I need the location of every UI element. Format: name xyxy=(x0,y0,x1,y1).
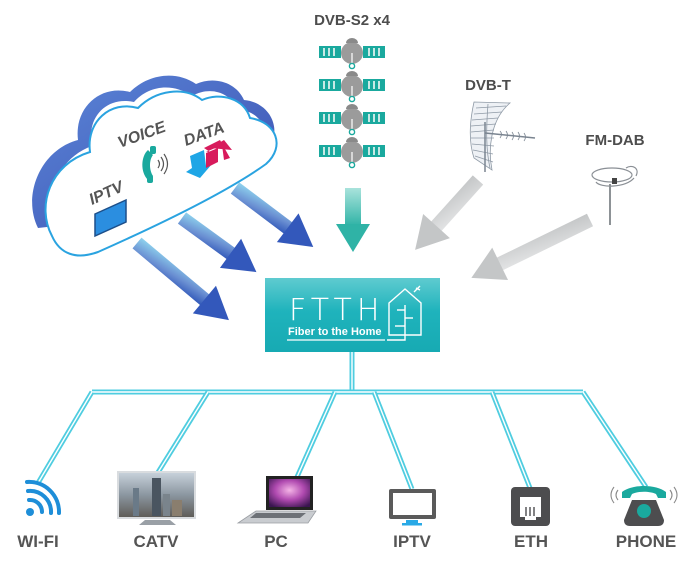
device-phone: PHONE xyxy=(610,486,678,551)
device-label-wifi: WI-FI xyxy=(17,532,59,551)
fiber-branch-wifi-core xyxy=(37,391,93,484)
terrestrial-arrows xyxy=(415,175,594,281)
arrow-cloud-1 xyxy=(132,237,229,321)
cloud-arrows xyxy=(132,182,314,321)
device-iptv: IPTV xyxy=(389,489,436,551)
arrow-satellite xyxy=(336,188,370,252)
device-label-phone: PHONE xyxy=(616,532,676,551)
television-icon xyxy=(117,471,196,525)
fiber-network xyxy=(35,352,649,490)
telephone-icon xyxy=(610,486,678,526)
ethernet-port-icon xyxy=(511,487,550,526)
ftth-title: FTTH xyxy=(289,293,384,328)
device-pc: PC xyxy=(236,476,317,551)
device-label-catv: CATV xyxy=(133,532,179,551)
ftth-box: FTTH Fiber to the Home xyxy=(265,278,440,352)
satellite-icon xyxy=(319,104,385,136)
ftth-subtitle: Fiber to the Home xyxy=(288,326,382,338)
satellite-icon xyxy=(319,137,385,169)
device-eth: ETH xyxy=(511,487,550,551)
fiber-branch-catv-core xyxy=(156,391,209,475)
source-label-dvbs2: DVB-S2 x4 xyxy=(314,12,391,29)
fiber-branch-iptv-core xyxy=(373,391,413,490)
arrow-cloud-3 xyxy=(230,182,314,247)
loop-antenna-icon xyxy=(591,165,638,225)
monitor-icon xyxy=(389,489,436,526)
device-label-iptv: IPTV xyxy=(393,532,431,551)
house-icon xyxy=(387,285,422,341)
source-label-fmdab: FM-DAB xyxy=(585,132,644,149)
device-wifi: WI-FI xyxy=(17,479,62,551)
arrow-fmdab xyxy=(471,213,594,281)
grid-antenna-icon xyxy=(469,101,536,172)
arrow-dvbt xyxy=(415,175,484,250)
device-label-eth: ETH xyxy=(514,532,548,551)
service-cloud: IPTV VOICE DATA xyxy=(32,75,278,257)
arrow-cloud-2 xyxy=(177,212,257,273)
source-label-dvbt: DVB-T xyxy=(465,77,511,94)
monitor-icon xyxy=(94,198,127,238)
laptop-icon xyxy=(236,476,317,524)
fiber-branch-eth-core xyxy=(491,391,531,489)
satellite-icon xyxy=(319,71,385,103)
phone-handset-icon xyxy=(142,146,169,183)
wifi-icon xyxy=(25,479,62,516)
cloud-face xyxy=(44,90,278,257)
fiber-branch-pc-core xyxy=(296,391,336,478)
fiber-branch-phone-core xyxy=(582,391,647,488)
up-down-arrows-icon xyxy=(186,140,232,178)
device-label-pc: PC xyxy=(264,532,288,551)
cloud-edge xyxy=(32,75,275,228)
device-catv: CATV xyxy=(117,471,196,551)
satellite-icon xyxy=(319,38,385,70)
satellite-stack xyxy=(319,38,385,169)
